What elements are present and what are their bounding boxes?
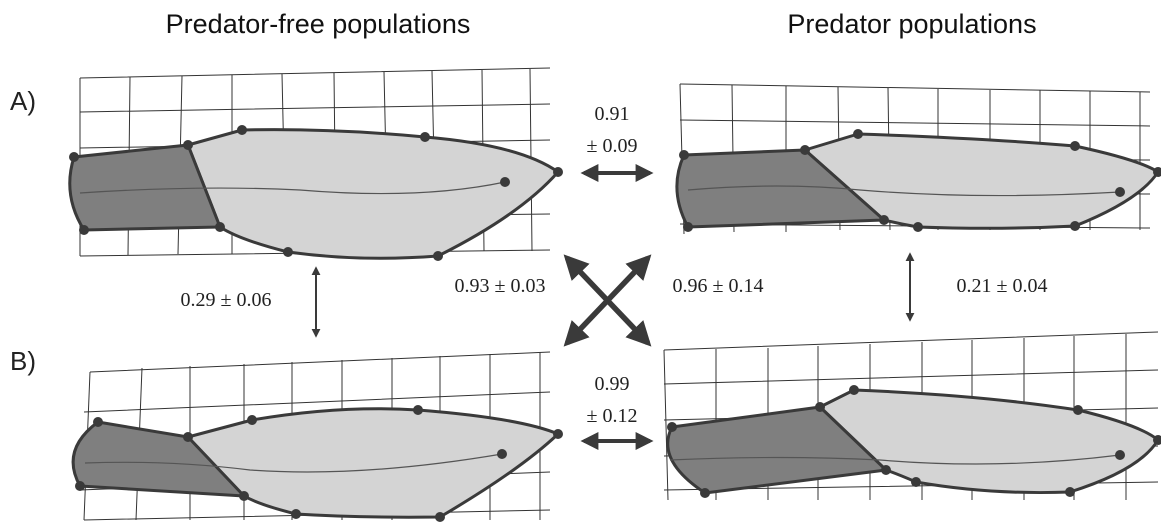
head-region (666, 405, 888, 495)
head-region (675, 148, 886, 229)
body-region (818, 388, 1160, 495)
head-region (68, 143, 222, 232)
value-top-mean: 0.91 (595, 103, 630, 125)
value-right: 0.21 ± 0.04 (957, 275, 1048, 297)
value-top-error: ± 0.09 (587, 135, 638, 157)
landmarks (69, 125, 563, 261)
value-diagonal-left: 0.93 ± 0.03 (455, 275, 546, 297)
landmarks (679, 129, 1161, 232)
row-label-a: A) (10, 86, 36, 116)
shape-b-predator-free (71, 351, 563, 522)
header-predator: Predator populations (787, 9, 1036, 39)
value-left: 0.29 ± 0.06 (181, 289, 272, 311)
midline (669, 454, 1121, 465)
value-bottom-mean: 0.99 (595, 373, 630, 395)
landmarks (75, 405, 563, 522)
shape-a-predator-free (68, 67, 563, 261)
row-label-b: B) (10, 346, 36, 376)
value-diagonal-right: 0.96 ± 0.14 (673, 275, 764, 297)
header-predator-free: Predator-free populations (166, 9, 471, 39)
shape-b-predator (663, 331, 1161, 501)
midline (79, 181, 506, 195)
landmarks (667, 385, 1161, 498)
midline (687, 185, 1121, 197)
midline (84, 453, 503, 473)
head-region (71, 420, 246, 498)
arrow-diagonal-2 (563, 254, 652, 347)
shape-a-predator (675, 83, 1161, 235)
value-bottom-error: ± 0.12 (587, 405, 638, 427)
